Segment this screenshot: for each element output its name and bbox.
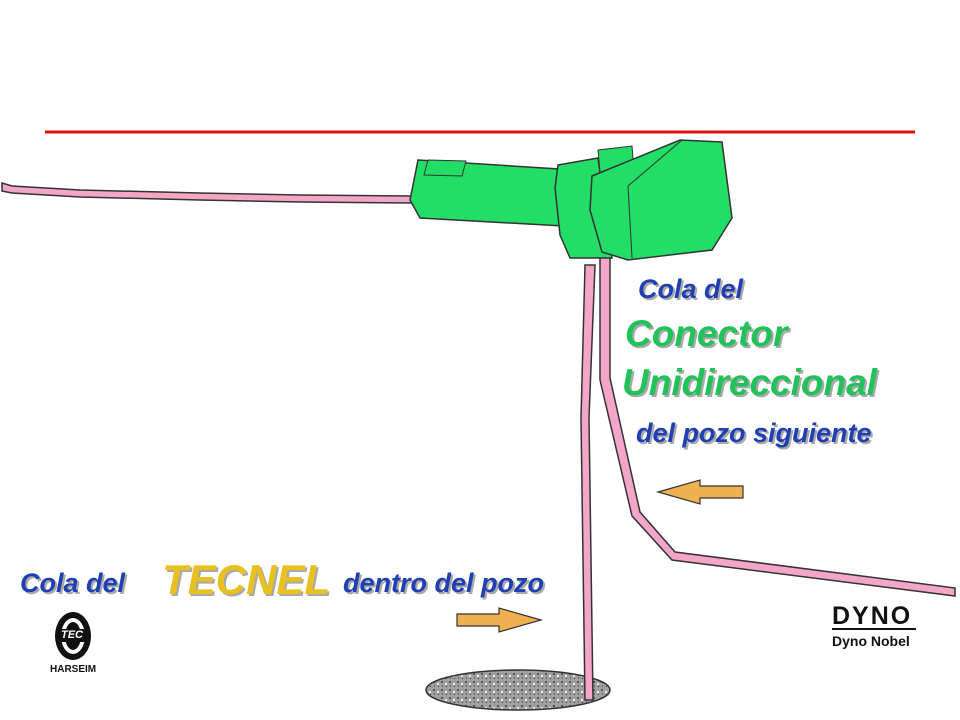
tec-bar: [58, 629, 88, 642]
label-unidireccional: Unidireccional: [622, 362, 877, 403]
incoming-tube: [1, 181, 417, 204]
connector-body: [409, 159, 602, 229]
label-cola-del-connector: Cola del: [638, 274, 744, 304]
label-del-pozo-siguiente: del pozo siguiente: [636, 418, 872, 448]
connector-cap-ridge: [627, 185, 633, 259]
arrow-right-icon: [456, 607, 544, 633]
tec-badge-text: TEC: [61, 629, 83, 641]
dyno-underline: [832, 628, 916, 630]
label-conector: Conector: [625, 313, 788, 354]
dyno-wordmark: DYNO: [832, 602, 913, 630]
unidirectional-connector: [409, 139, 733, 261]
dyno-nobel-text: Dyno Nobel: [832, 633, 910, 649]
connector-tail-tube: [599, 254, 956, 597]
harseim-text: HARSEIM: [50, 664, 97, 675]
connector-cap-ridge-top: [627, 139, 683, 187]
label-tecnel: TECNEL: [162, 556, 330, 603]
tecnel-downhole-tube: [580, 264, 596, 701]
connector-cap: [589, 139, 733, 261]
tec-harseim-logo: [55, 612, 91, 660]
arrow-left-icon: [655, 479, 744, 505]
borehole-gravel: [425, 669, 611, 711]
label-cola-del-tecnel: Cola del: [20, 568, 126, 598]
connector-slot: [423, 159, 467, 177]
dyno-logo-frame: [832, 628, 916, 630]
label-dentro-del-pozo: dentro del pozo: [343, 568, 544, 598]
